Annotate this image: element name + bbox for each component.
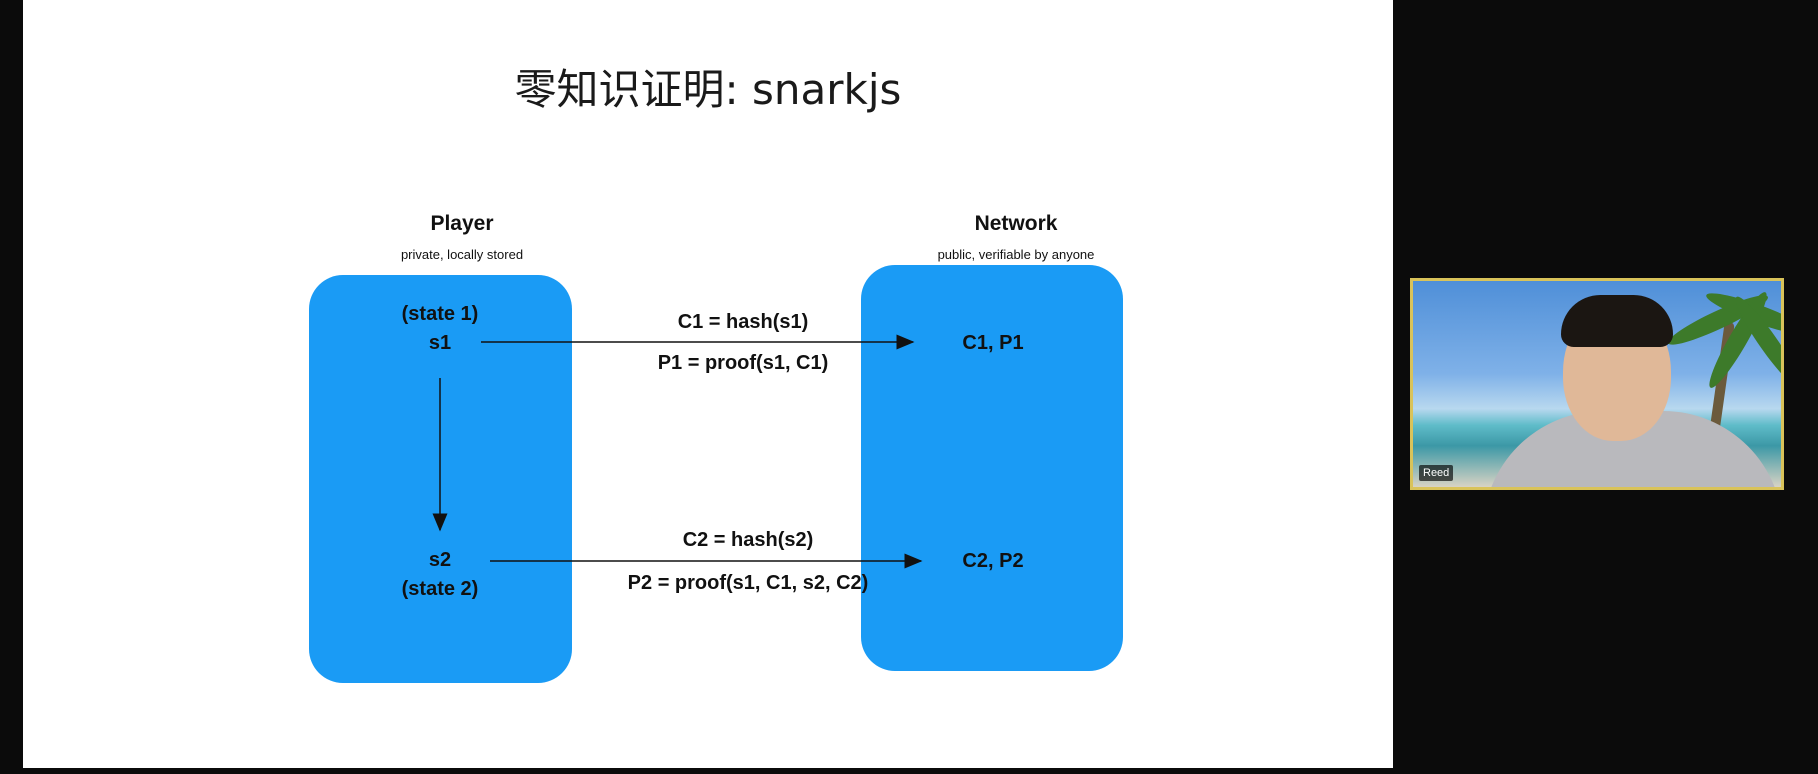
arrow2-top-label: C2 = hash(s2) [682, 529, 814, 551]
participant-name-tag: Reed [1419, 465, 1454, 481]
participant-hair [1561, 295, 1673, 347]
arrow1-top-label: C1 = hash(s1) [677, 311, 809, 333]
s1-label: s1 [428, 332, 452, 354]
player-sublabel: private, locally stored [400, 247, 524, 262]
participant-video-tile[interactable]: Reed [1410, 278, 1784, 490]
slide-title: 零知识证明: snarkjs [514, 65, 902, 114]
network-sublabel: public, verifiable by anyone [937, 247, 1095, 262]
arrow2-bottom-label: P2 = proof(s1, C1, s2, C2) [627, 572, 869, 594]
shared-slide: 零知识证明: snarkjs Player private, locally s… [23, 0, 1393, 768]
network-c1p1: C1, P1 [962, 332, 1024, 354]
flow-arrows [432, 334, 923, 569]
network-label: Network [974, 212, 1058, 235]
state1-label: (state 1) [401, 303, 479, 325]
player-label: Player [430, 212, 494, 235]
network-c2p2: C2, P2 [962, 550, 1024, 572]
arrow1-bottom-label: P1 = proof(s1, C1) [657, 352, 829, 374]
network-box [861, 265, 1123, 671]
state2-label: (state 2) [401, 578, 479, 600]
s2-label: s2 [428, 549, 452, 571]
